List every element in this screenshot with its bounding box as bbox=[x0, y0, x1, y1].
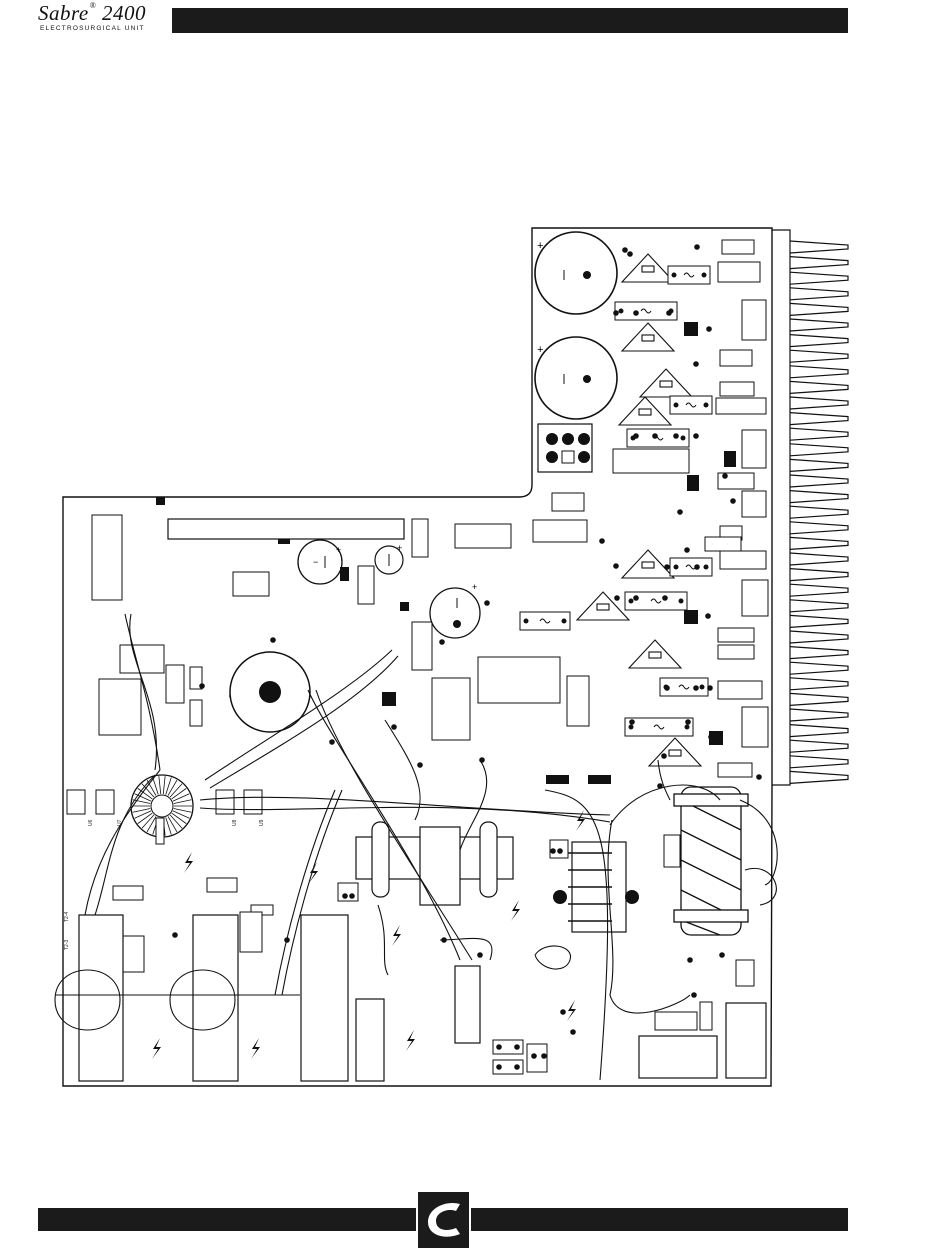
svg-text:U7: U7 bbox=[117, 819, 123, 826]
svg-text:+: + bbox=[336, 545, 341, 555]
capacitor-c4: + bbox=[375, 543, 403, 574]
wound-toroid bbox=[131, 775, 193, 844]
svg-text:T2-3: T2-3 bbox=[64, 940, 70, 951]
svg-text:+: + bbox=[537, 240, 543, 252]
heat-sink bbox=[772, 230, 848, 785]
capacitor-c5: + bbox=[430, 582, 480, 638]
power-connector bbox=[538, 424, 592, 472]
ribbon-connector bbox=[168, 519, 404, 544]
output-coil bbox=[674, 787, 748, 935]
capacitor-c1: + bbox=[535, 232, 617, 314]
capacitor-c3: + − bbox=[298, 540, 342, 584]
svg-text:+: + bbox=[397, 543, 402, 553]
svg-text:U9: U9 bbox=[259, 819, 265, 826]
svg-text:U8: U8 bbox=[232, 819, 238, 826]
hf-transformer bbox=[356, 822, 513, 905]
capacitor-c2: + bbox=[535, 337, 617, 419]
svg-text:+: + bbox=[537, 344, 543, 356]
svg-text:−: − bbox=[313, 557, 318, 567]
svg-text:U6: U6 bbox=[88, 819, 94, 826]
conmed-c-logo-icon bbox=[416, 1190, 471, 1250]
svg-text:T2-4: T2-4 bbox=[64, 912, 70, 923]
transformer-blocks bbox=[79, 915, 766, 1081]
svg-text:+: + bbox=[472, 582, 477, 592]
